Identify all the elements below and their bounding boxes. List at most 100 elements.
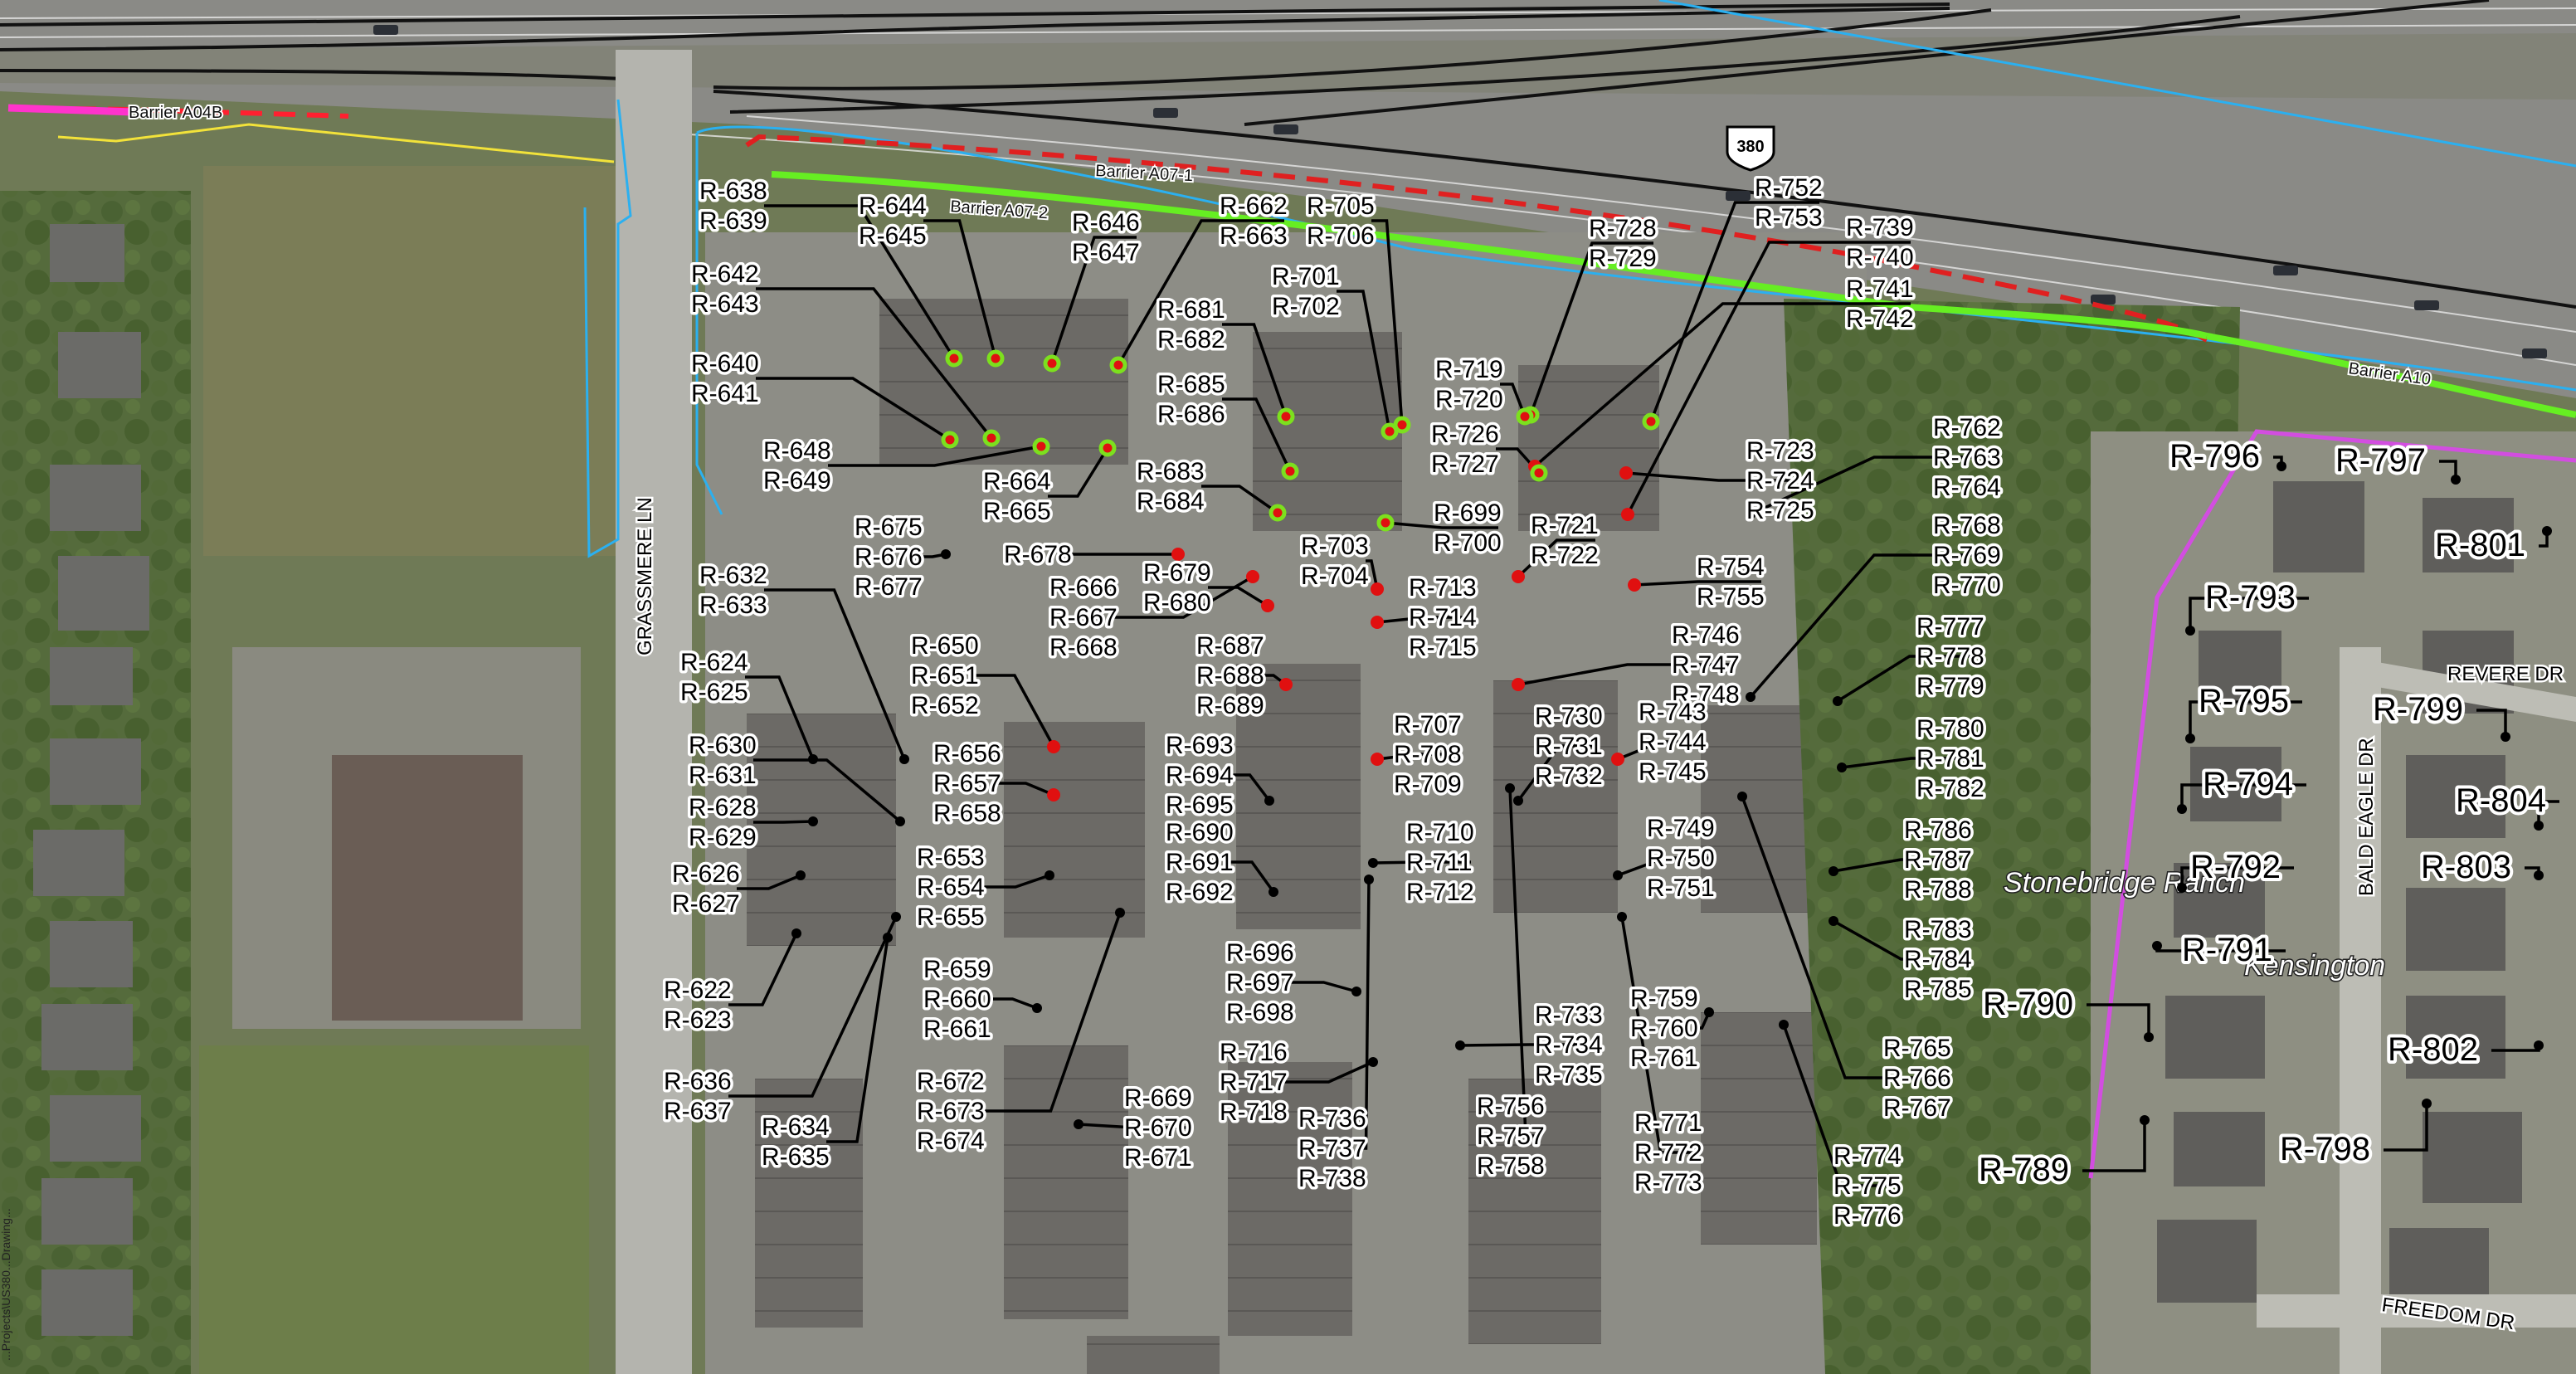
receiver-leader-line <box>1385 521 1498 529</box>
receiver-marker[interactable] <box>891 912 901 922</box>
receiver-marker[interactable] <box>808 754 818 764</box>
receiver-marker[interactable] <box>2152 941 2162 951</box>
receiver-marker[interactable] <box>1513 796 1523 806</box>
receiver-marker[interactable] <box>1621 508 1634 521</box>
barrier-a10-line <box>2206 333 2576 418</box>
receiver-marker[interactable] <box>1512 678 1525 691</box>
receiver-marker[interactable] <box>1376 514 1395 532</box>
receiver-marker[interactable] <box>1032 1003 1042 1013</box>
receiver-marker[interactable] <box>2422 1099 2432 1108</box>
receiver-marker[interactable] <box>2451 475 2461 485</box>
us-380-shield: 380 <box>1726 125 1775 172</box>
receiver-marker[interactable] <box>1512 570 1525 583</box>
receiver-marker[interactable] <box>1829 916 1838 926</box>
receiver-marker[interactable] <box>1746 692 1755 702</box>
receiver-label: R-632 <box>699 562 767 589</box>
receiver-marker[interactable] <box>2185 733 2195 743</box>
receiver-marker[interactable] <box>895 816 905 826</box>
receiver-marker[interactable] <box>1530 464 1548 482</box>
receiver-marker[interactable] <box>2501 732 2510 742</box>
receiver-marker[interactable] <box>2534 821 2544 831</box>
receiver-marker[interactable] <box>1371 753 1384 766</box>
receiver-marker[interactable] <box>1737 792 1747 802</box>
receiver-marker[interactable] <box>899 754 909 764</box>
receiver-marker[interactable] <box>1364 875 1374 884</box>
receiver-marker[interactable] <box>1617 912 1627 922</box>
receiver-label: R-758 <box>1477 1152 1545 1180</box>
receiver-marker[interactable] <box>883 933 893 943</box>
receiver-marker[interactable] <box>1269 887 1278 897</box>
receiver-marker[interactable] <box>1279 678 1293 691</box>
receiver-marker[interactable] <box>1704 1007 1714 1017</box>
receiver-leader-line <box>1337 290 1391 432</box>
receiver-label: R-744 <box>1639 728 1707 756</box>
receiver-marker[interactable] <box>941 549 951 559</box>
receiver-marker[interactable] <box>1516 407 1534 426</box>
receiver-marker[interactable] <box>1455 1040 1465 1050</box>
receiver-label: R-725 <box>1746 497 1814 524</box>
receiver-marker[interactable] <box>1779 1020 1789 1030</box>
receiver-marker[interactable] <box>796 870 806 880</box>
receiver-marker[interactable] <box>2177 883 2187 893</box>
receiver-leader-line <box>764 588 906 760</box>
receiver-label: R-720 <box>1435 386 1503 413</box>
receiver-marker[interactable] <box>1261 599 1274 612</box>
receiver-marker[interactable] <box>1613 870 1623 880</box>
receiver-marker[interactable] <box>1642 412 1660 431</box>
receiver-marker[interactable] <box>808 816 818 826</box>
receiver-leader-line <box>1625 471 1811 482</box>
receiver-marker[interactable] <box>1393 416 1411 434</box>
receiver-marker[interactable] <box>1047 740 1060 753</box>
receiver-marker[interactable] <box>2177 804 2187 814</box>
receiver-marker[interactable] <box>1371 582 1384 596</box>
receiver-marker[interactable] <box>1833 696 1843 706</box>
receiver-marker[interactable] <box>1619 466 1633 480</box>
receiver-marker[interactable] <box>1611 753 1624 766</box>
receiver-marker[interactable] <box>2534 1040 2544 1050</box>
receiver-marker[interactable] <box>1269 504 1287 522</box>
receiver-marker[interactable] <box>1351 987 1361 996</box>
receiver-marker[interactable] <box>986 349 1005 368</box>
receiver-marker[interactable] <box>2185 626 2195 636</box>
receiver-marker[interactable] <box>941 431 959 449</box>
receiver-marker[interactable] <box>1829 866 1838 876</box>
receiver-marker[interactable] <box>791 928 801 938</box>
receiver-marker[interactable] <box>1628 578 1641 592</box>
receiver-label: R-708 <box>1394 741 1462 768</box>
receiver-marker[interactable] <box>1074 1119 1083 1129</box>
receiver-marker[interactable] <box>1246 570 1259 583</box>
receiver-leader-line <box>1284 1060 1374 1084</box>
receiver-marker[interactable] <box>1505 783 1515 793</box>
receiver-marker[interactable] <box>2140 1115 2150 1125</box>
receiver-marker[interactable] <box>982 429 1001 447</box>
receiver-marker[interactable] <box>2277 461 2286 471</box>
receiver-label: R-715 <box>1409 634 1477 661</box>
receiver-marker[interactable] <box>2534 870 2544 880</box>
receiver-marker[interactable] <box>1381 422 1399 441</box>
receiver-marker[interactable] <box>1045 870 1054 880</box>
receiver-label: R-723 <box>1746 437 1814 465</box>
receiver-marker[interactable] <box>1837 763 1847 772</box>
receiver-label: R-785 <box>1904 976 1972 1003</box>
receiver-marker[interactable] <box>1746 509 1755 519</box>
receiver-marker[interactable] <box>2542 526 2552 536</box>
receiver-marker[interactable] <box>1043 354 1061 373</box>
receiver-marker[interactable] <box>1264 796 1274 806</box>
receiver-marker[interactable] <box>1171 548 1185 561</box>
receiver-marker[interactable] <box>1368 858 1378 868</box>
receiver-marker[interactable] <box>1098 439 1117 457</box>
receiver-marker[interactable] <box>1277 407 1295 426</box>
receiver-marker[interactable] <box>1115 908 1125 918</box>
receiver-marker[interactable] <box>1047 788 1060 802</box>
receiver-marker[interactable] <box>1371 616 1384 629</box>
receiver-marker[interactable] <box>1368 1057 1378 1067</box>
receiver-marker[interactable] <box>1281 462 1299 480</box>
receiver-marker[interactable] <box>2144 1032 2154 1042</box>
receiver-label: R-799 <box>2373 691 2463 728</box>
svg-text:380: 380 <box>1736 138 1764 156</box>
receiver-marker[interactable] <box>1032 437 1050 456</box>
receiver-marker[interactable] <box>1109 356 1127 374</box>
receiver-marker[interactable] <box>945 349 963 368</box>
receiver-label: R-783 <box>1904 916 1972 943</box>
